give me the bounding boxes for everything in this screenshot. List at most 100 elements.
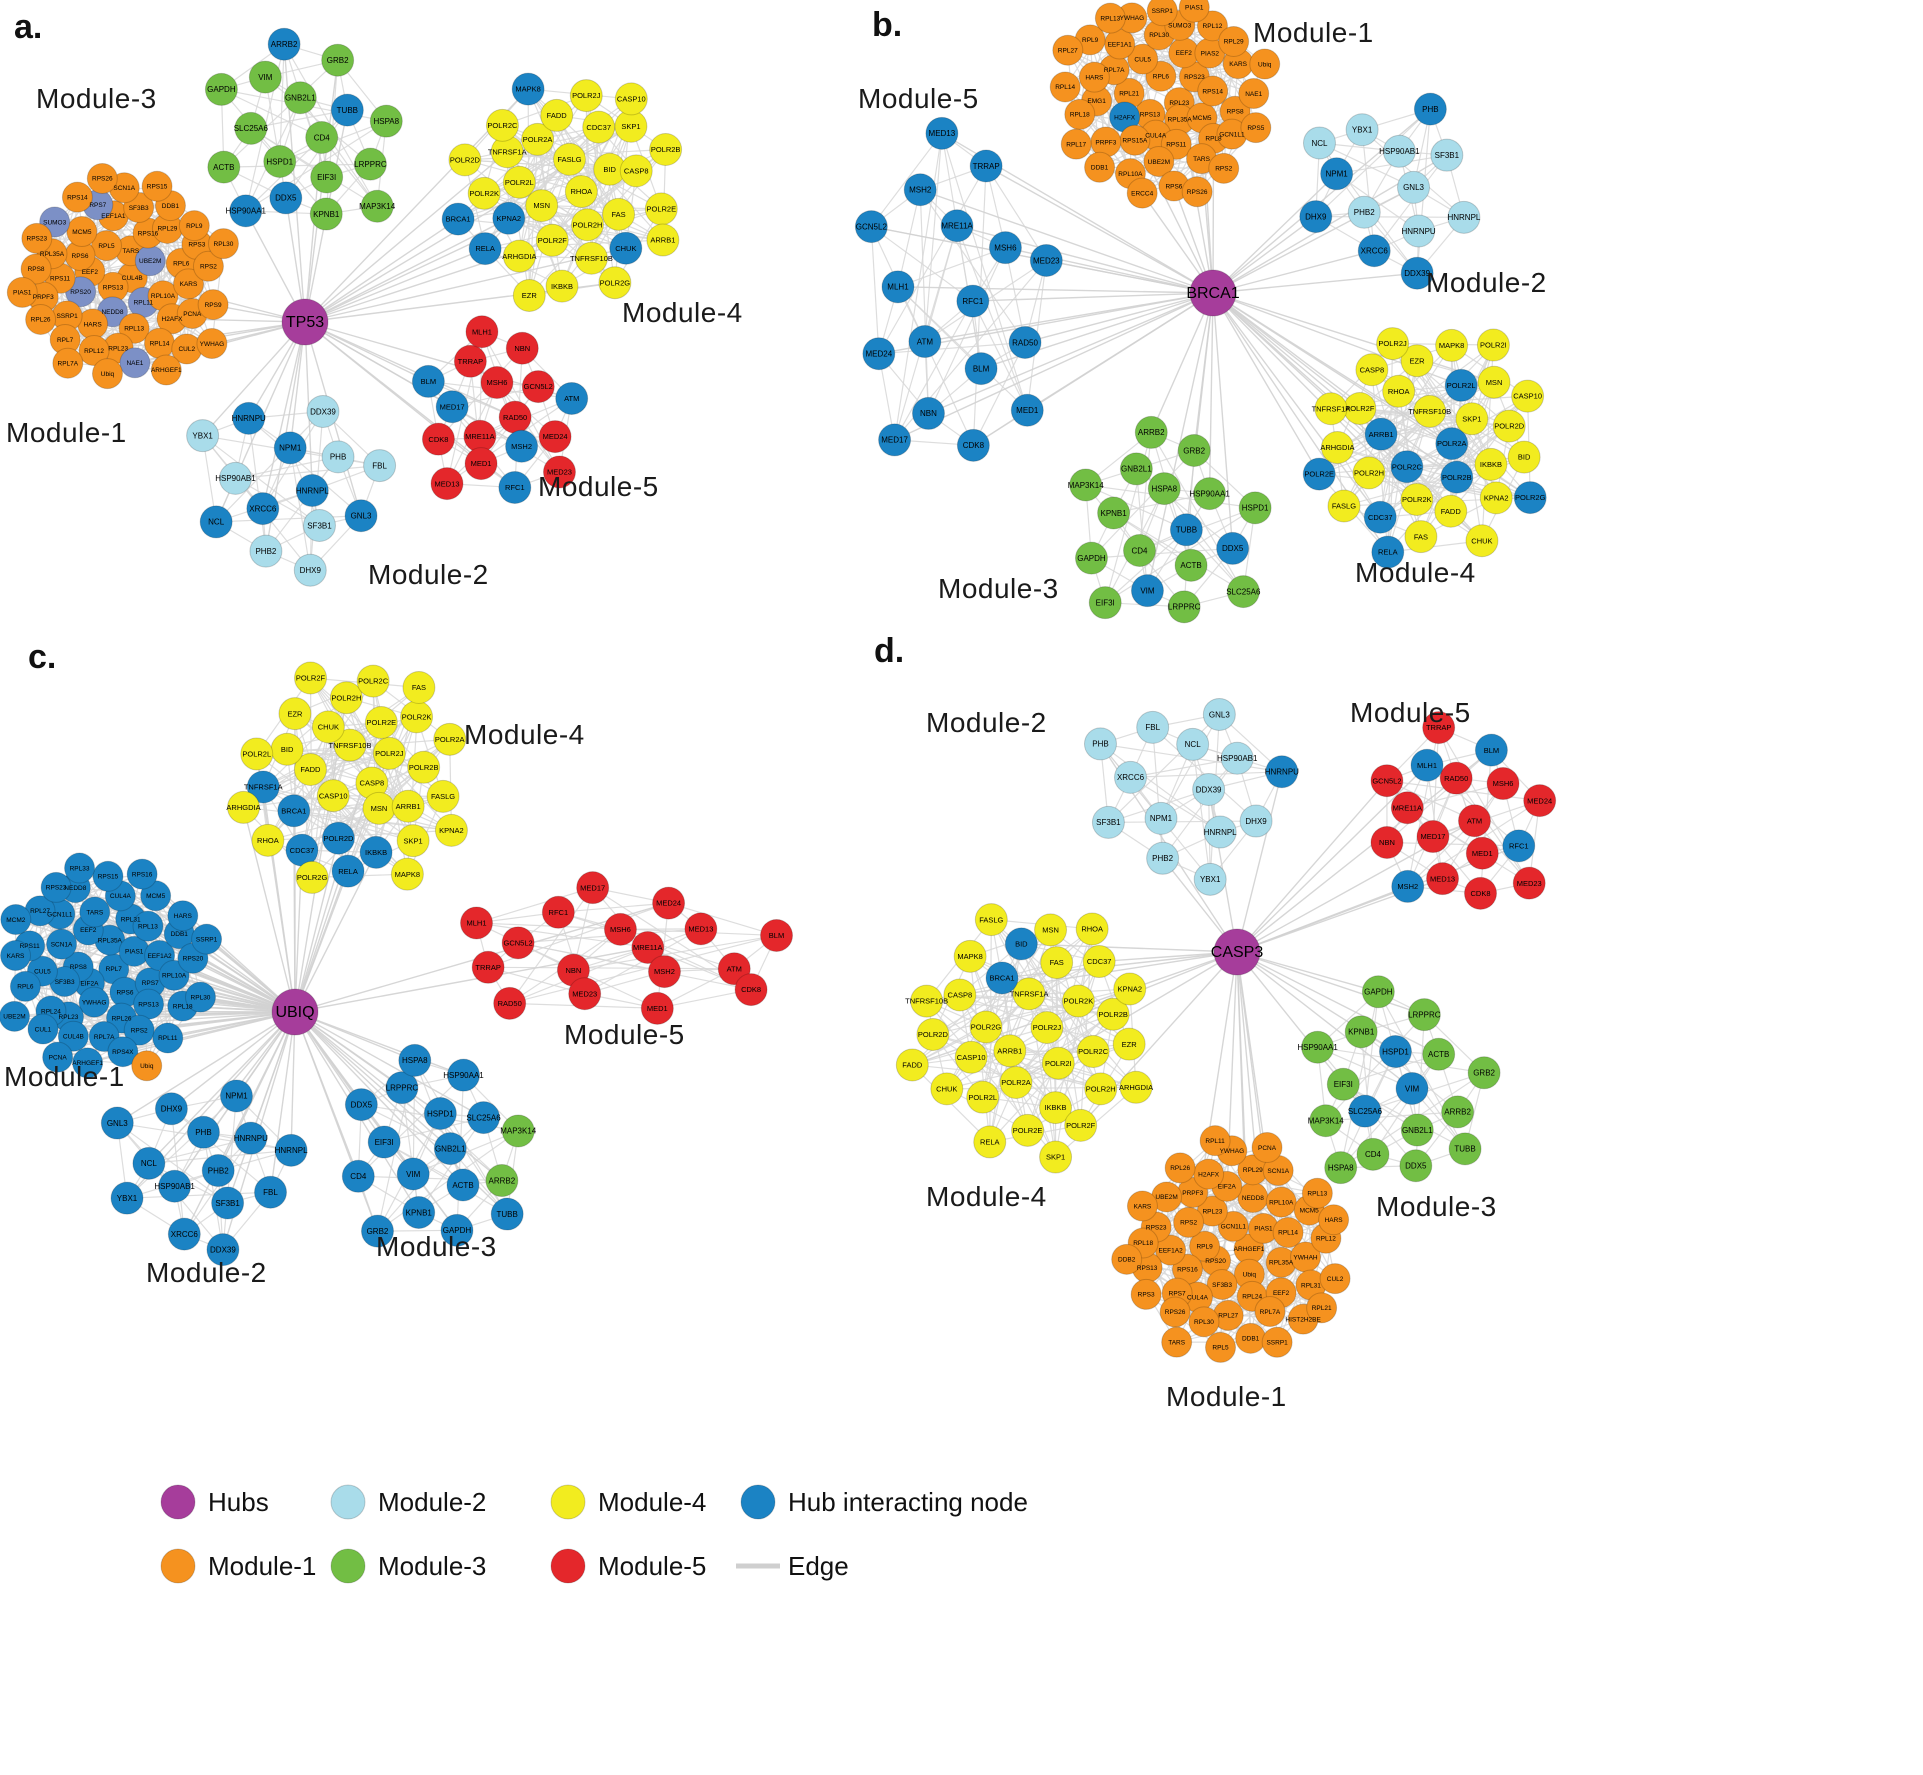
edge	[202, 1011, 296, 1133]
node-label: HNRNPU	[1401, 227, 1435, 236]
node-label: ATM	[564, 394, 579, 403]
node-label: RPS6	[116, 989, 133, 996]
network-node	[329, 681, 363, 715]
module-label: Module-1	[1253, 17, 1374, 48]
legend-label: Hubs	[208, 1487, 269, 1517]
node-label: MSN	[533, 201, 550, 210]
edge	[202, 321, 306, 437]
network-node	[1402, 214, 1436, 248]
node-label: MAP3K14	[1068, 481, 1105, 490]
network-node	[295, 474, 329, 508]
node-label: TNFRSF10B	[570, 254, 613, 263]
node-label: CUL4B	[63, 1034, 84, 1041]
node-label: POLR2B	[1098, 1010, 1128, 1019]
node-label: BRCA1	[281, 806, 306, 815]
node-label: MED23	[1033, 256, 1060, 265]
node-label: HSPA8	[402, 1056, 428, 1065]
node-label: RPL7A	[1104, 67, 1125, 74]
network-node	[1479, 481, 1513, 515]
network-node	[152, 1022, 184, 1054]
node-label: POLR2A	[435, 735, 465, 744]
module-label: Module-2	[926, 707, 1047, 738]
node-label: EEF2	[82, 269, 99, 276]
edge	[304, 218, 459, 323]
node-label: MED13	[688, 925, 713, 934]
network-node	[435, 390, 469, 424]
network-node	[1197, 75, 1229, 107]
hub-node	[1213, 928, 1261, 976]
node-label: FBL	[372, 461, 387, 470]
node-label: DDX5	[275, 194, 297, 203]
network-node	[321, 440, 355, 474]
network-node	[333, 728, 367, 762]
network-node	[1039, 1140, 1073, 1174]
node-label: GNB2L1	[435, 1144, 466, 1153]
network-node	[1126, 177, 1158, 209]
node-label: LRPPRC	[1168, 603, 1201, 612]
edge	[265, 456, 339, 552]
network-node	[1193, 477, 1227, 511]
network-node	[973, 1125, 1007, 1159]
edge	[1021, 943, 1238, 953]
network-node	[969, 1010, 1003, 1044]
network-node	[1134, 415, 1168, 449]
network-node	[993, 1034, 1027, 1068]
edge	[1315, 108, 1431, 218]
edge	[1009, 928, 1093, 1052]
network-node	[598, 266, 632, 300]
node-label: PHB2	[1354, 208, 1375, 217]
edge	[1004, 247, 1026, 343]
network-node	[1407, 998, 1441, 1032]
network-node	[521, 370, 555, 404]
node-label: RPL24	[41, 1008, 61, 1015]
node-label: RPL29	[1224, 39, 1244, 46]
node-label: MSH2	[511, 442, 532, 451]
network-node	[344, 1088, 378, 1122]
node-label: RPS16	[1177, 1267, 1198, 1274]
network-node	[1083, 727, 1117, 761]
network-node	[1174, 548, 1208, 582]
node-label: RPS11	[20, 943, 40, 950]
network-node	[492, 201, 526, 235]
node-label: RPS2	[1180, 1220, 1197, 1227]
node-label: DHX9	[1305, 212, 1327, 221]
network-node	[1320, 431, 1354, 465]
node-label: POLR2E	[646, 205, 676, 214]
node-label: RFC1	[505, 483, 525, 492]
network-node	[21, 222, 53, 254]
node-label: MSN	[1486, 378, 1503, 387]
edge	[1091, 547, 1233, 559]
node-label: POLR2L	[1447, 381, 1476, 390]
edge	[897, 189, 921, 287]
node-label: RPL35A	[40, 251, 65, 258]
edge	[1394, 1051, 1466, 1150]
network-node	[1426, 862, 1460, 896]
network-node	[192, 250, 224, 282]
node-label: ARHGDIA	[1320, 443, 1354, 452]
edge	[383, 1141, 508, 1215]
network-node	[1061, 984, 1095, 1018]
node-label: RELA	[475, 244, 495, 253]
node-label: UBE2M	[1148, 159, 1170, 166]
node-label: GCN5L2	[1372, 776, 1401, 785]
node-label: RPS23	[46, 885, 67, 892]
network-node	[569, 79, 603, 113]
network-node	[460, 906, 494, 940]
node-label: Ubiq	[101, 371, 115, 378]
network-node	[367, 1125, 401, 1159]
node-label: POLR2J	[375, 749, 404, 758]
node-label: VIM	[1405, 1084, 1420, 1093]
legend-label: Module-3	[378, 1551, 486, 1581]
edge	[1342, 1083, 1466, 1150]
edge	[1001, 951, 1238, 979]
network-node	[1348, 1094, 1382, 1128]
network-node	[90, 230, 122, 262]
node-label: TARS	[1193, 156, 1211, 163]
edge	[1319, 142, 1414, 188]
network-node	[246, 770, 280, 804]
node-label: MLH1	[1417, 761, 1437, 770]
network-node	[1347, 195, 1381, 229]
edge	[1215, 1260, 1322, 1309]
node-label: MSN	[1042, 925, 1059, 934]
